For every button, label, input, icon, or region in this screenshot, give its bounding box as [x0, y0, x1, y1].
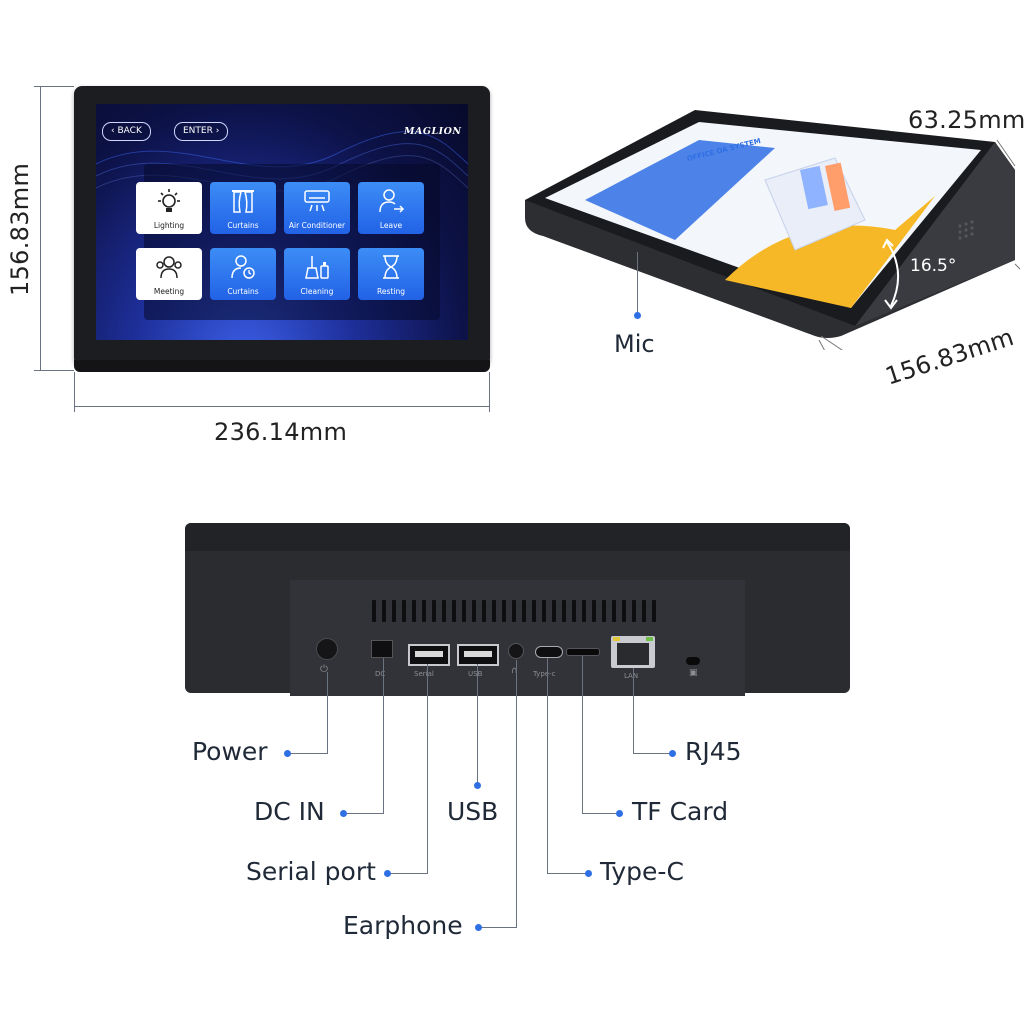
- type-c-leader: [547, 658, 548, 873]
- rj45-dot: [669, 750, 676, 757]
- usb-port[interactable]: [457, 644, 499, 666]
- chevron-left-icon: ‹: [111, 126, 115, 136]
- tablet-screen: ‹ BACK ENTER › MAGLION Lighting Curtains…: [96, 104, 468, 340]
- dc-in-port[interactable]: [371, 640, 393, 658]
- leave-icon: [379, 189, 405, 213]
- chevron-right-icon: ›: [215, 126, 220, 136]
- lock-slot: [686, 657, 700, 665]
- type-c-dot: [585, 870, 592, 877]
- serial-dot: [384, 870, 391, 877]
- power-dot: [284, 750, 291, 757]
- tile-lighting[interactable]: Lighting: [136, 182, 202, 234]
- tf-card-leader: [582, 656, 583, 813]
- usb-leader: [477, 664, 478, 784]
- earphone-leader-h: [481, 927, 517, 928]
- dc-in-callout: DC IN: [254, 797, 325, 826]
- device-angled-view: [525, 110, 1020, 350]
- front-height-guide: [40, 86, 41, 370]
- front-height-tick-bottom: [34, 370, 74, 371]
- enter-button[interactable]: ENTER ›: [174, 122, 229, 141]
- side-depth-label: 63.25mm: [908, 106, 1026, 134]
- earphone-callout: Earphone: [343, 911, 463, 940]
- power-symbol-icon: ⏻: [320, 664, 328, 675]
- serial-leader: [427, 664, 428, 873]
- front-width-tick-left: [74, 372, 75, 412]
- type-c-callout: Type-C: [600, 857, 684, 886]
- type-c-port-label: Type-c: [533, 670, 556, 678]
- front-width-tick-right: [489, 372, 490, 412]
- lan-port-label: LAN: [624, 672, 639, 680]
- lock-icon: ▣: [689, 668, 698, 678]
- back-button[interactable]: ‹ BACK: [102, 122, 151, 141]
- earphone-jack[interactable]: [508, 643, 524, 659]
- front-width-guide: [74, 406, 490, 407]
- curtain-icon: [232, 190, 254, 213]
- tile-cleaning[interactable]: Cleaning: [284, 248, 350, 300]
- usb-callout: USB: [447, 797, 499, 826]
- meeting-icon: [156, 256, 182, 279]
- front-height-tick-top: [34, 86, 74, 87]
- earphone-leader: [516, 660, 517, 928]
- mic-dot: [634, 312, 641, 319]
- tf-card-slot[interactable]: [566, 648, 600, 656]
- rj45-leader-h: [633, 753, 671, 754]
- usb-port-label: USB: [468, 670, 483, 678]
- type-c-leader-h: [547, 873, 587, 874]
- air-conditioner-icon: [304, 190, 330, 212]
- tf-card-leader-h: [582, 813, 618, 814]
- power-leader-h: [290, 753, 328, 754]
- tile-curtains-2[interactable]: Curtains: [210, 248, 276, 300]
- tf-card-dot: [616, 810, 623, 817]
- cleaning-icon: [305, 256, 329, 279]
- usb-dot: [474, 782, 481, 789]
- front-width-label: 236.14mm: [214, 418, 348, 446]
- serial-port-label: Serial: [414, 670, 434, 678]
- dc-in-dot: [340, 810, 347, 817]
- earphone-dot: [475, 924, 482, 931]
- brand-logo: MAGLION: [404, 126, 462, 137]
- dc-in-leader-h: [346, 813, 384, 814]
- rj45-leader: [633, 668, 634, 754]
- type-c-port[interactable]: [535, 646, 563, 658]
- rj45-port[interactable]: [611, 636, 655, 668]
- power-callout: Power: [192, 737, 268, 766]
- rj45-callout: RJ45: [685, 737, 742, 766]
- tf-card-callout: TF Card: [632, 797, 729, 826]
- tile-curtains[interactable]: Curtains: [210, 182, 276, 234]
- tile-leave[interactable]: Leave: [358, 182, 424, 234]
- device-back-top-edge: [185, 523, 850, 551]
- serial-port[interactable]: [408, 644, 450, 666]
- headphone-icon: ∩: [511, 666, 518, 676]
- bulb-icon: [158, 189, 180, 212]
- person-clock-icon: [231, 255, 255, 279]
- mic-callout: Mic: [614, 330, 655, 358]
- tile-air-conditioner[interactable]: Air Conditioner: [284, 182, 350, 234]
- rear-port-panel: [290, 580, 745, 696]
- power-button[interactable]: [316, 638, 338, 660]
- serial-port-callout: Serial port: [246, 857, 376, 886]
- dc-port-label: DC: [375, 670, 386, 678]
- tilt-angle-label: 16.5°: [910, 256, 957, 276]
- front-height-label: 156.83mm: [6, 162, 34, 296]
- dc-in-leader: [383, 658, 384, 813]
- serial-leader-h: [390, 873, 428, 874]
- power-leader: [327, 672, 328, 754]
- tile-resting[interactable]: Resting: [358, 248, 424, 300]
- tile-meeting[interactable]: Meeting: [136, 248, 202, 300]
- rear-vent-grille: [372, 600, 662, 624]
- hourglass-icon: [383, 255, 399, 279]
- mic-leader-line: [637, 252, 638, 316]
